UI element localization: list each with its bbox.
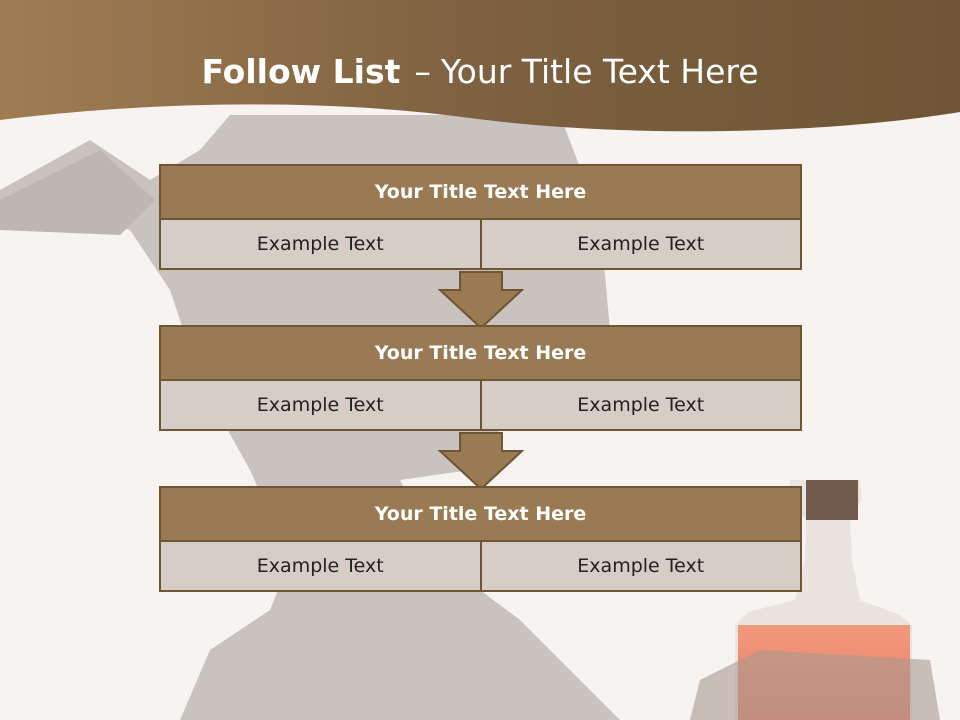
- block-cell-right: Example Text: [479, 220, 800, 268]
- block-cell-left: Example Text: [161, 220, 480, 268]
- block-row: Example Text Example Text: [159, 381, 802, 431]
- block-cell-left: Example Text: [161, 381, 480, 429]
- down-arrow-icon: [438, 432, 524, 491]
- bottle-image: [690, 480, 940, 720]
- block-row: Example Text Example Text: [159, 220, 802, 270]
- block-cell-left: Example Text: [161, 542, 480, 590]
- block-cell-right: Example Text: [479, 542, 800, 590]
- down-arrow-icon: [438, 271, 524, 330]
- title-banner: [0, 0, 960, 132]
- block-title: Your Title Text Here: [159, 164, 802, 220]
- block-cell-right: Example Text: [479, 381, 800, 429]
- slide-title-rest: Your Title Text Here: [440, 52, 759, 91]
- list-block-2: Your Title Text Here Example Text Exampl…: [159, 325, 802, 431]
- slide-title-separator: –: [414, 52, 431, 91]
- block-title: Your Title Text Here: [159, 486, 802, 542]
- block-title: Your Title Text Here: [159, 325, 802, 381]
- list-block-3: Your Title Text Here Example Text Exampl…: [159, 486, 802, 592]
- slide-title-bold: Follow List: [201, 52, 401, 91]
- list-block-1: Your Title Text Here Example Text Exampl…: [159, 164, 802, 270]
- block-row: Example Text Example Text: [159, 542, 802, 592]
- slide-title: Follow List–Your Title Text Here: [0, 52, 960, 91]
